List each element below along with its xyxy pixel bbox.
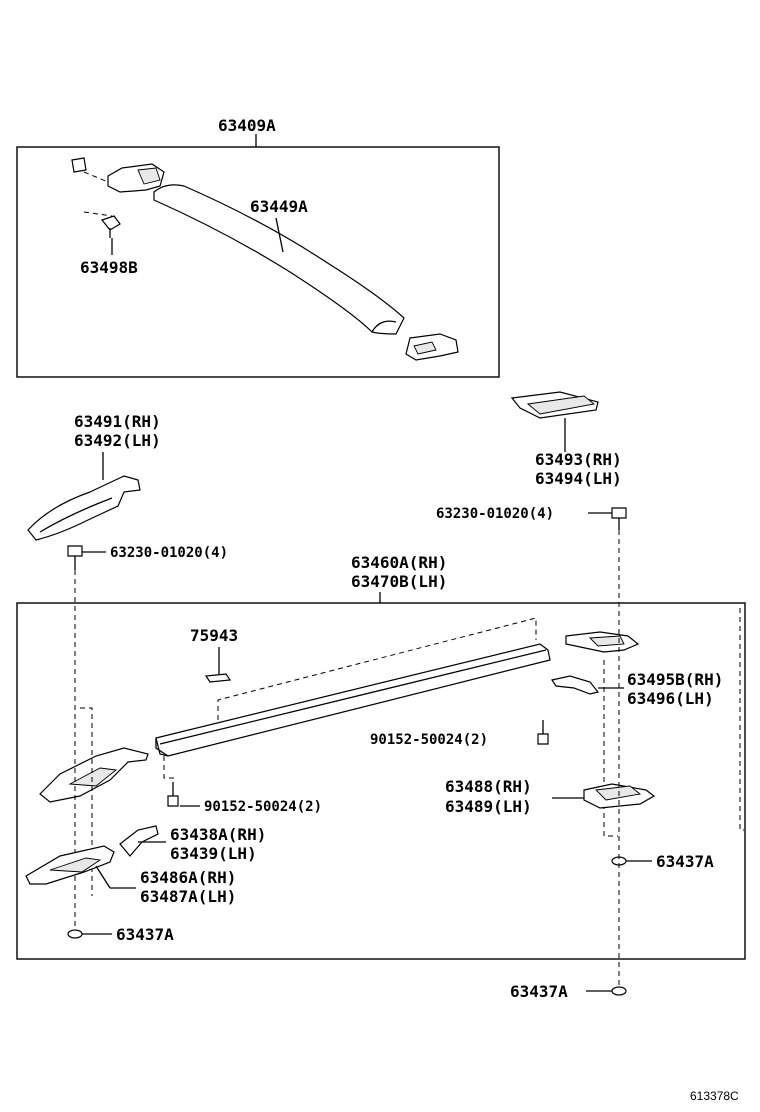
pad-right-outer-group: 63437A [510,982,627,1001]
label-bracket-left-lh: 63439(LH) [170,844,257,863]
rear-cover-group: 63493(RH) 63494(LH) [510,391,622,488]
base-right-group: 63488(RH) 63489(LH) [445,777,656,816]
pad-left-inner-icon [67,929,83,939]
assembly-63409a-group: 63409A 63498B 63449A [16,116,500,378]
label-bracket-left-rh: 63438A(RH) [170,825,266,844]
assembly-frame-lower [16,602,746,960]
screw-right-group: 90152-50024(2) [370,720,549,748]
label-assembly-top: 63409A [218,116,276,135]
label-bolt-right: 63230-01020(4) [436,506,554,522]
left-side-group: 90152-50024(2) 63438A(RH) 63439(LH) 6348… [25,570,322,944]
figure-reference: 613378C [690,1089,739,1103]
bolt-left-icon [67,545,83,557]
label-base-right-lh: 63489(LH) [445,797,532,816]
label-front-cover-rh: 63491(RH) [74,412,161,431]
clip-63498b-part [83,211,121,238]
bolt-left-group: 63230-01020(4) [67,545,228,570]
bracket-right-part [551,675,600,695]
rail-end-front-part [71,157,165,193]
label-base-left-rh: 63486A(RH) [140,868,236,887]
screw-left-icon [167,795,179,807]
label-clip-top: 63498B [80,258,138,277]
pad-right-outer-icon [611,986,627,996]
label-rail-assy-rh: 63460A(RH) [351,553,447,572]
label-pad-left-inner: 63437A [116,925,174,944]
rail-end-rear-part [405,333,459,361]
label-rail-assy-lh: 63470B(LH) [351,572,447,591]
rail-cover-63449a-part [153,184,405,335]
bracket-left-part [119,825,159,857]
screw-right-icon [537,733,549,745]
label-screw-left: 90152-50024(2) [204,799,322,815]
front-cover-group: 63491(RH) 63492(LH) [27,412,161,541]
label-pad-right-outer: 63437A [510,982,568,1001]
bolt-right-group: 63230-01020(4) [436,506,627,530]
roof-rail-main-part [155,617,551,779]
label-screw-right: 90152-50024(2) [370,732,488,748]
label-base-right-rh: 63488(RH) [445,777,532,796]
label-tape: 75943 [190,626,238,645]
bolt-right-icon [611,507,627,519]
label-rear-cover-rh: 63493(RH) [535,450,622,469]
label-bracket-right-rh: 63495B(RH) [627,670,723,689]
label-bracket-right-lh: 63496(LH) [627,689,714,708]
label-pad-right-inner: 63437A [656,852,714,871]
tape-part [204,673,232,683]
label-base-left-lh: 63487A(LH) [140,887,236,906]
bracket-right-group: 63495B(RH) 63496(LH) [551,608,744,837]
label-front-cover-lh: 63492(LH) [74,431,161,450]
tape-75943-group: 75943 [190,626,238,683]
assembly-frame-top [16,146,500,378]
label-rail-cover: 63449A [250,197,308,216]
label-rear-cover-lh: 63494(LH) [535,469,622,488]
pad-right-inner-group: 63437A [611,852,714,871]
front-cover-part [27,475,141,541]
label-bolt-left: 63230-01020(4) [110,545,228,561]
